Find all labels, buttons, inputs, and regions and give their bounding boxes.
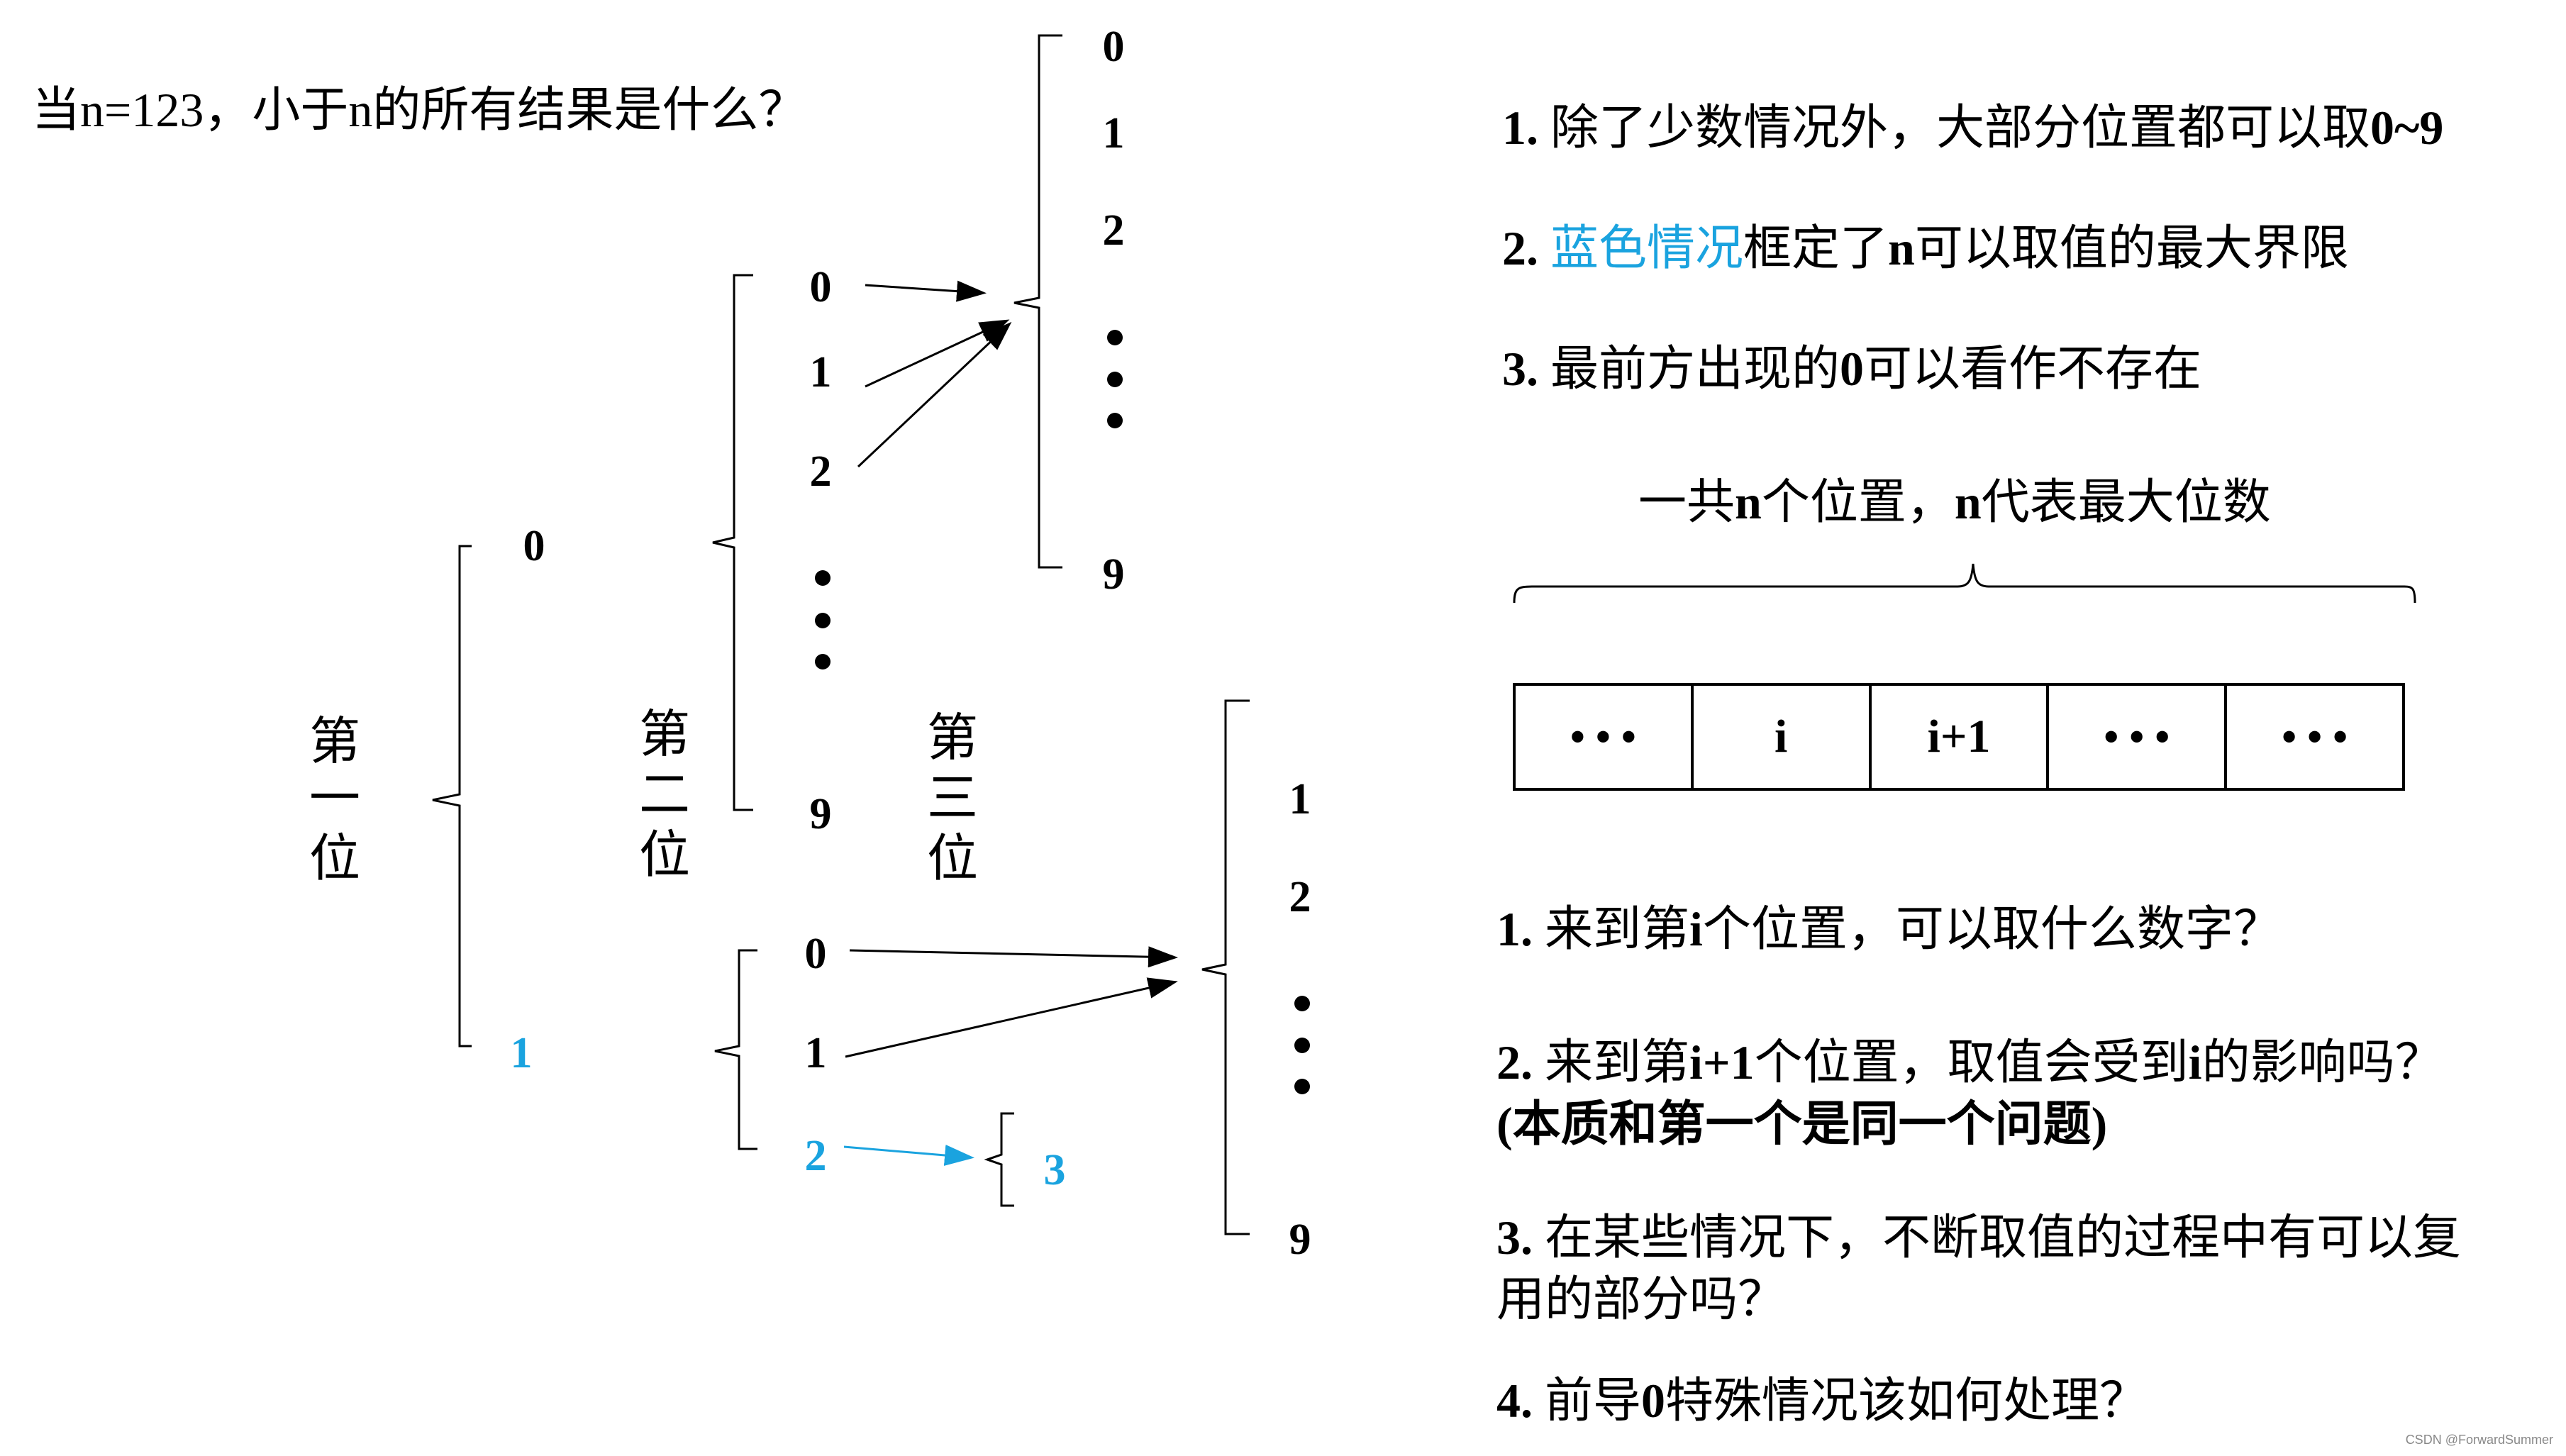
level-label-third-1: 第 bbox=[927, 710, 978, 767]
level-label-second-3: 位 bbox=[639, 827, 690, 884]
level-label-first-1: 第 bbox=[309, 713, 360, 770]
level-label-second-1: 第 bbox=[639, 706, 690, 763]
position-cell: • • • bbox=[2049, 686, 2228, 788]
positions-brace bbox=[1513, 563, 2416, 604]
position-cell-i: i bbox=[1694, 686, 1872, 788]
brace-first bbox=[432, 545, 472, 1047]
ellipsis-dot bbox=[1294, 1038, 1310, 1053]
first-digit-0: 0 bbox=[523, 522, 545, 570]
ellipsis-dot bbox=[815, 654, 831, 669]
ellipsis-dot bbox=[815, 570, 831, 586]
level-label-first-3: 位 bbox=[309, 830, 360, 887]
position-cell: • • • bbox=[2282, 713, 2348, 760]
arrow-2-to-third bbox=[857, 321, 1012, 468]
ellipsis-dot bbox=[1294, 1079, 1310, 1094]
third-upper-0: 0 bbox=[1103, 23, 1125, 71]
third-upper-9: 9 bbox=[1103, 550, 1125, 599]
second-lower-1: 1 bbox=[805, 1029, 827, 1077]
arrow-lower-1-to-third bbox=[845, 977, 1178, 1058]
note-top-2: 2. 蓝色情况框定了n可以取值的最大界限 bbox=[1502, 221, 2349, 275]
level-label-first-2: 一 bbox=[309, 770, 360, 827]
note-bottom-2-line2: (本质和第一个是同一个问题) bbox=[1496, 1097, 2108, 1151]
brace-second-lower bbox=[714, 949, 757, 1150]
third-lower-1: 1 bbox=[1289, 775, 1311, 823]
position-cell-i-plus-1: i+1 bbox=[1872, 686, 2050, 788]
position-cell: • • • bbox=[1516, 686, 1694, 788]
third-lower-2: 2 bbox=[1289, 873, 1311, 921]
brace-third-lower bbox=[1201, 699, 1250, 1235]
ellipsis-dot bbox=[1294, 996, 1310, 1011]
ellipsis-dot bbox=[815, 613, 831, 628]
note-bottom-3-line2: 用的部分吗？ bbox=[1496, 1272, 1787, 1326]
note-top-3: 3. 最前方出现的0可以看作不存在 bbox=[1502, 342, 2202, 396]
third-lower-digits: 1 2 9 bbox=[1289, 775, 1311, 1264]
positions-caption: 一共n个位置，n代表最大位数 bbox=[1638, 475, 2271, 529]
arrow-1-to-third bbox=[865, 319, 1010, 388]
ellipsis-dot bbox=[1107, 372, 1123, 387]
first-digit-1: 1 bbox=[511, 1029, 533, 1077]
ellipsis-dot bbox=[1107, 413, 1123, 428]
second-upper-1: 1 bbox=[810, 348, 832, 396]
second-upper-2: 2 bbox=[810, 448, 832, 496]
arrow-0-to-third bbox=[865, 280, 987, 302]
second-lower-2: 2 bbox=[805, 1132, 827, 1180]
digit-tree: 第 一 位 第 二 位 第 三 位 0 1 0 1 2 9 0 1 2 9 bbox=[309, 23, 1250, 1235]
level-label-third-3: 位 bbox=[927, 830, 978, 887]
second-upper-9: 9 bbox=[810, 790, 832, 838]
level-label-third-2: 三 bbox=[927, 770, 978, 827]
note-bottom-2: 2. 来到第i+1个位置，取值会受到i的影响吗？ bbox=[1496, 1035, 2443, 1089]
second-lower-0: 0 bbox=[805, 930, 827, 978]
third-upper-2: 2 bbox=[1103, 206, 1125, 255]
second-upper-0: 0 bbox=[810, 263, 832, 311]
note-bottom-1: 1. 来到第i个位置，可以取什么数字？ bbox=[1496, 902, 2282, 956]
arrow-blue-2-to-3 bbox=[843, 1145, 974, 1166]
third-lower-9: 9 bbox=[1289, 1216, 1311, 1264]
brace-second-upper bbox=[712, 274, 753, 811]
note-bottom-3: 3. 在某些情况下，不断取值的过程中有可以复 bbox=[1496, 1211, 2462, 1265]
brace-blue-case bbox=[984, 1112, 1014, 1207]
arrow-lower-0-to-third bbox=[849, 946, 1178, 968]
third-digit-3: 3 bbox=[1044, 1146, 1066, 1194]
question-text: 当n=123，小于n的所有结果是什么？ bbox=[32, 83, 807, 137]
third-upper-1: 1 bbox=[1103, 109, 1125, 157]
level-label-second-2: 二 bbox=[639, 767, 690, 823]
brace-third-upper bbox=[1013, 34, 1062, 569]
note-top-1: 1. 除了少数情况外，大部分位置都可以取0~9 bbox=[1502, 101, 2444, 155]
ellipsis-dot bbox=[1107, 330, 1123, 345]
watermark: CSDN @ForwardSummer bbox=[2405, 1433, 2553, 1447]
positions-row: • • • i i+1 • • • • • • bbox=[1513, 683, 2405, 791]
note-bottom-4: 4. 前导0特殊情况该如何处理？ bbox=[1496, 1374, 2148, 1428]
question-heading: 当n=123，小于n的所有结果是什么？ bbox=[32, 82, 806, 140]
